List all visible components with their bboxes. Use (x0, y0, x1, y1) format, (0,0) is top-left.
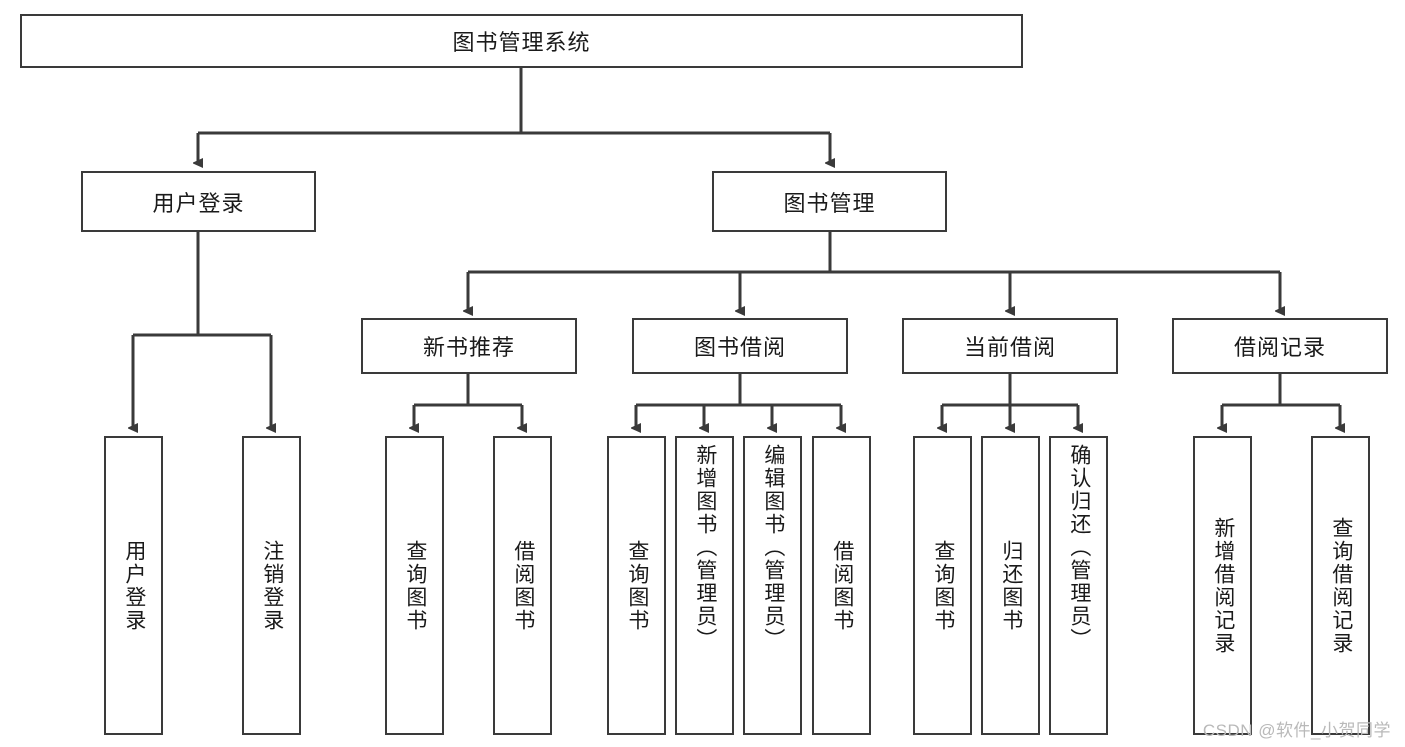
leaf-add-book-admin[interactable]: 新增图书（管理员） (675, 436, 734, 735)
leaf-logout-login[interactable]: 注销登录 (242, 436, 301, 735)
node-label: 图书借阅 (693, 335, 786, 360)
node-new-book-recommend[interactable]: 新书推荐 (361, 318, 577, 374)
leaf-label: 借阅图书 (830, 539, 854, 632)
node-current-borrow[interactable]: 当前借阅 (902, 318, 1118, 374)
node-label: 图书管理系统 (452, 30, 591, 55)
node-root-book-management-system[interactable]: 图书管理系统 (20, 14, 1023, 68)
leaf-edit-book-admin[interactable]: 编辑图书（管理员） (743, 436, 802, 735)
node-label: 借阅记录 (1233, 335, 1326, 360)
leaf-user-login[interactable]: 用户登录 (104, 436, 163, 735)
node-book-management[interactable]: 图书管理 (712, 171, 947, 232)
node-label: 用户登录 (152, 190, 245, 216)
leaf-query-book-recommend[interactable]: 查询图书 (385, 436, 444, 735)
leaf-borrow-book-recommend[interactable]: 借阅图书 (493, 436, 552, 735)
node-book-borrow[interactable]: 图书借阅 (632, 318, 848, 374)
leaf-query-book-borrow[interactable]: 查询图书 (607, 436, 666, 735)
csdn-watermark: CSDN @软件_小贺同学 (1202, 721, 1391, 740)
leaf-confirm-return-admin[interactable]: 确认归还（管理员） (1049, 436, 1108, 735)
leaf-add-borrow-record[interactable]: 新增借阅记录 (1193, 436, 1252, 735)
leaf-label: 归还图书 (999, 539, 1023, 632)
leaf-label: 查询图书 (403, 539, 427, 632)
leaf-label: 查询图书 (625, 539, 649, 632)
node-borrow-record[interactable]: 借阅记录 (1172, 318, 1388, 374)
leaf-label: 确认归还（管理员） (1067, 444, 1091, 651)
node-label: 当前借阅 (963, 335, 1056, 360)
node-user-login[interactable]: 用户登录 (81, 171, 316, 232)
leaf-label: 新增借阅记录 (1211, 516, 1235, 655)
leaf-label: 新增图书（管理员） (693, 444, 717, 651)
leaf-label: 借阅图书 (511, 539, 535, 632)
leaf-borrow-book[interactable]: 借阅图书 (812, 436, 871, 735)
node-label: 图书管理 (783, 190, 876, 216)
leaf-label: 注销登录 (260, 539, 284, 632)
leaf-query-borrow-record[interactable]: 查询借阅记录 (1311, 436, 1370, 735)
leaf-label: 用户登录 (122, 539, 146, 632)
leaf-return-book[interactable]: 归还图书 (981, 436, 1040, 735)
node-label: 新书推荐 (422, 335, 515, 360)
leaf-query-book-current[interactable]: 查询图书 (913, 436, 972, 735)
leaf-label: 查询借阅记录 (1329, 516, 1353, 655)
leaf-label: 查询图书 (931, 539, 955, 632)
leaf-label: 编辑图书（管理员） (761, 444, 785, 651)
